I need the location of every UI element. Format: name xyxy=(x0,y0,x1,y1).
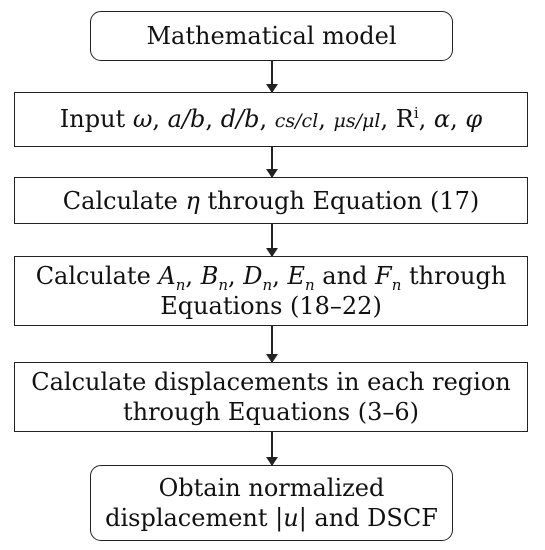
step-2-text: Input ω, a/b, d/b, cs/cl, μs/μl, Ri, α, … xyxy=(59,103,483,133)
step-1-text: Mathematical model xyxy=(146,22,397,50)
step-6-line-1: Obtain normalized xyxy=(158,474,385,502)
step-5-line-2: through Equations (3–6) xyxy=(122,398,419,426)
eta-symbol: η xyxy=(185,186,200,215)
calculate-eta-box: Calculate η through Equation (17) xyxy=(14,177,528,224)
param-cs-over-cl: cs/cl xyxy=(274,109,319,132)
calculate-coefficients-box: Calculate An, Bn, Dn, En and Fn through … xyxy=(14,256,528,326)
step-3-text: Calculate η through Equation (17) xyxy=(62,186,480,215)
param-ri: Ri xyxy=(395,103,419,133)
arrow-3 xyxy=(266,224,278,257)
arrow-4 xyxy=(266,326,278,363)
step-4-line-1: Calculate An, Bn, Dn, En and Fn through xyxy=(35,262,507,294)
step-5-line-1: Calculate displacements in each region xyxy=(31,368,511,396)
arrow-5 xyxy=(266,432,278,466)
coef-a: A xyxy=(158,262,176,290)
param-a-over-b: a/b xyxy=(167,104,206,133)
obtain-normalized-box: Obtain normalized displacement |u| and D… xyxy=(90,465,453,541)
param-phi: φ xyxy=(465,104,483,133)
mathematical-model-box: Mathematical model xyxy=(90,11,453,61)
coef-e: E xyxy=(287,262,305,290)
calculate-displacements-box: Calculate displacements in each region t… xyxy=(14,362,528,432)
arrow-1 xyxy=(266,61,278,93)
abs-bar-right: | xyxy=(298,504,307,532)
param-alpha: α xyxy=(433,104,451,133)
coef-b: B xyxy=(200,262,219,290)
abs-bar-left: | xyxy=(275,504,284,532)
input-parameters-box: Input ω, a/b, d/b, cs/cl, μs/μl, Ri, α, … xyxy=(14,92,528,147)
param-omega: ω xyxy=(132,104,153,133)
coef-f: F xyxy=(375,262,392,290)
coef-d: D xyxy=(243,262,263,290)
param-mus-over-mul: μs/μl xyxy=(333,109,381,132)
input-label: Input xyxy=(59,104,133,133)
step-6-line-2: displacement |u| and DSCF xyxy=(105,504,438,532)
step-4-line-2: Equations (18–22) xyxy=(160,292,382,320)
param-d-over-b: d/b xyxy=(220,104,260,133)
arrow-2 xyxy=(266,147,278,178)
u-symbol: u xyxy=(283,504,299,532)
